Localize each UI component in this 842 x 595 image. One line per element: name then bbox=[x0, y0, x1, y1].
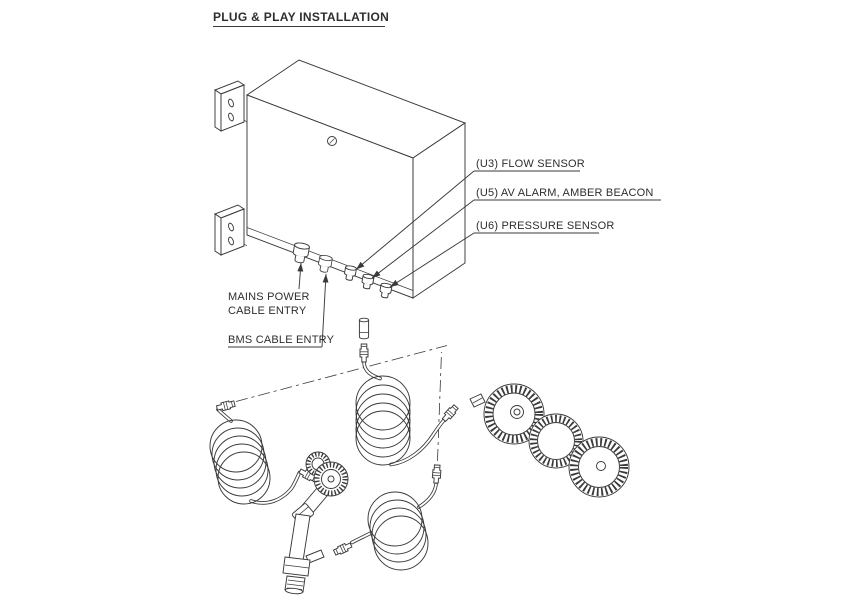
hanging-socket bbox=[358, 317, 370, 340]
cable-coil-left bbox=[209, 419, 271, 505]
beacon-disc-2 bbox=[528, 413, 584, 469]
beacon-disc-1 bbox=[483, 383, 545, 445]
u5-label: (U5) AV ALARM, AMBER BEACON bbox=[476, 187, 654, 199]
beacon-disc-3 bbox=[568, 436, 630, 498]
beacon-assembly bbox=[469, 383, 630, 498]
enclosure-front-face bbox=[246, 94, 414, 299]
centerline-diagonal bbox=[235, 345, 448, 402]
sensor-head bbox=[313, 461, 349, 497]
enclosure bbox=[213, 59, 467, 300]
u6-label: (U6) PRESSURE SENSOR bbox=[476, 220, 614, 232]
bms-label: BMS CABLE ENTRY bbox=[228, 334, 335, 346]
door-lock bbox=[327, 136, 337, 146]
cable-pressure-sensor bbox=[350, 482, 438, 545]
bms-leader bbox=[321, 273, 329, 348]
mounting-bracket-top bbox=[213, 80, 248, 132]
mains-label-line1: MAINS POWER bbox=[228, 291, 310, 303]
cable-beacon-drop bbox=[362, 360, 446, 467]
pipe-threaded-end bbox=[284, 575, 306, 595]
centerline-vertical bbox=[437, 351, 442, 462]
callout-leaders bbox=[228, 170, 661, 348]
mounting-bracket-bottom bbox=[213, 204, 248, 256]
u3-label: (U3) FLOW SENSOR bbox=[476, 158, 585, 170]
page-title: PLUG & PLAY INSTALLATION bbox=[213, 10, 389, 24]
cable-coil-center bbox=[355, 375, 411, 466]
u3-leader bbox=[355, 170, 475, 270]
u5-leader bbox=[371, 199, 475, 279]
flow-sensor-assembly bbox=[282, 451, 349, 595]
mains-leader bbox=[297, 262, 304, 290]
u6-leader bbox=[389, 232, 475, 288]
cable-coil-bottom bbox=[367, 491, 429, 571]
mains-label-line2: CABLE ENTRY bbox=[228, 305, 307, 317]
